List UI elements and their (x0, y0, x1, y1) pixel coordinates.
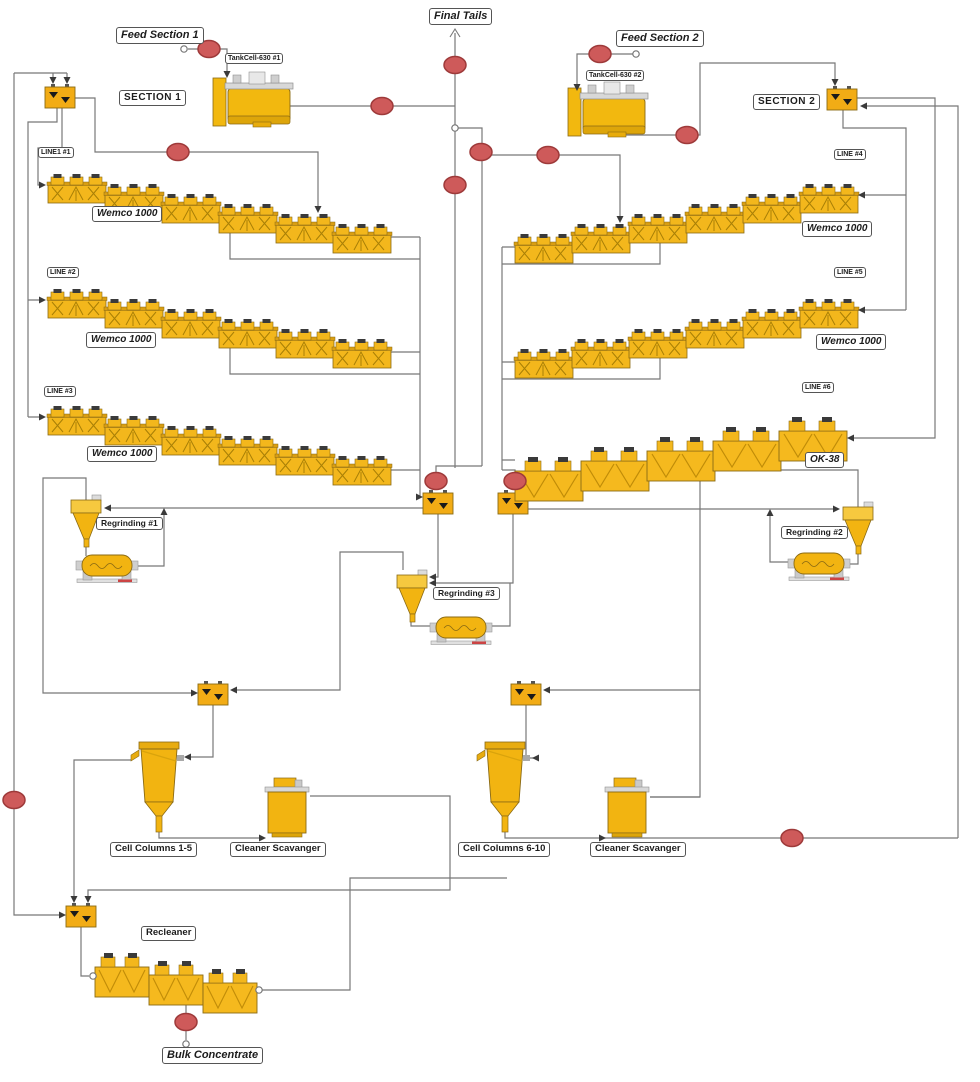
cleaner-scavanger-tank-1 (264, 777, 310, 838)
label-line-5: LINE #5 (834, 267, 866, 279)
label-regrinding-3: Regrinding #3 (433, 587, 500, 601)
wemco-bank (513, 233, 575, 264)
cleaner-scavanger-tank-2 (604, 777, 650, 838)
label-line-2: LINE #2 (47, 267, 79, 279)
ok38-cell (580, 446, 650, 492)
ball-mill-regrind-3 (429, 616, 493, 645)
label-wemco-line-4: Wemco 1000 (802, 221, 873, 237)
wemco-bank (103, 298, 165, 329)
label-wemco-line-1: Wemco 1000 (92, 206, 163, 222)
pump-box-section-1 (44, 83, 76, 109)
ok38-cell (712, 426, 782, 472)
label-line-1: LINE1 #1 (38, 147, 74, 159)
label-tankcell-1: TankCell-630 #1 (225, 53, 284, 65)
ok38-cell (646, 436, 716, 482)
hydrocyclone-regrind-3 (396, 569, 428, 623)
pump-box-cleaner-left (197, 680, 229, 706)
wemco-bank (46, 173, 108, 204)
label-final-tails: Final Tails (429, 8, 493, 25)
wemco-bank (570, 338, 632, 369)
ball-mill-regrind-1 (75, 554, 139, 583)
wemco-bank (160, 193, 222, 224)
wemco-bank (627, 213, 689, 244)
recleaner-bank (148, 960, 204, 1006)
wemco-bank (46, 288, 108, 319)
label-feed-section-1: Feed Section 1 (116, 27, 204, 44)
wemco-bank (46, 405, 108, 436)
label-cell-columns-6-10: Cell Columns 6-10 (458, 842, 551, 857)
flow-lines (13, 27, 959, 1040)
wemco-bank (217, 318, 279, 349)
wemco-bank (684, 318, 746, 349)
wemco-bank (274, 213, 336, 244)
sample-points (2, 39, 804, 1032)
wemco-bank (570, 223, 632, 254)
cell-column-1-5 (130, 741, 185, 833)
ball-mill-regrind-2 (787, 552, 851, 581)
wemco-bank (160, 308, 222, 339)
pump-box-cleaner-right (510, 680, 542, 706)
tank-cell-630-2 (567, 81, 649, 138)
label-ok-38: OK-38 (805, 452, 845, 468)
pump-box-recleaner (65, 902, 97, 928)
label-cleaner-scavanger-2: Cleaner Scavanger (590, 842, 686, 857)
label-section-2: SECTION 2 (753, 94, 821, 110)
label-feed-section-2: Feed Section 2 (616, 30, 704, 47)
label-line-3: LINE #3 (44, 386, 76, 398)
label-tankcell-2: TankCell-630 #2 (586, 70, 645, 82)
label-regrinding-2: Regrinding #2 (781, 526, 848, 540)
wemco-bank (741, 308, 803, 339)
label-cleaner-scavanger-1: Cleaner Scavanger (230, 842, 326, 857)
wemco-bank (684, 203, 746, 234)
label-wemco-line-3: Wemco 1000 (87, 446, 158, 462)
wemco-bank (627, 328, 689, 359)
recleaner-bank (94, 952, 150, 998)
label-line-4: LINE #4 (834, 149, 866, 161)
wemco-bank (160, 425, 222, 456)
label-wemco-line-5: Wemco 1000 (816, 334, 887, 350)
wemco-bank (217, 203, 279, 234)
wemco-bank (331, 455, 393, 486)
wemco-bank (798, 183, 860, 214)
recleaner-bank (202, 968, 258, 1014)
tank-cell-630-1 (212, 71, 294, 128)
wemco-bank (331, 223, 393, 254)
wemco-bank (741, 193, 803, 224)
wemco-bank (331, 338, 393, 369)
wemco-bank (798, 298, 860, 329)
label-regrinding-1: Regrinding #1 (96, 517, 163, 531)
label-cell-columns-1-5: Cell Columns 1-5 (110, 842, 198, 857)
label-bulk-concentrate: Bulk Concentrate (162, 1047, 264, 1064)
label-line-6: LINE #6 (802, 382, 834, 394)
wemco-bank (274, 328, 336, 359)
wemco-bank (274, 445, 336, 476)
cell-column-6-10 (476, 741, 531, 833)
pump-box-center-left (422, 489, 454, 515)
pump-box-section-2 (826, 85, 858, 111)
wemco-bank (103, 415, 165, 446)
wemco-bank (217, 435, 279, 466)
label-wemco-line-2: Wemco 1000 (86, 332, 157, 348)
label-recleaner: Recleaner (141, 926, 197, 941)
label-section-1: SECTION 1 (119, 90, 187, 106)
wemco-bank (513, 348, 575, 379)
